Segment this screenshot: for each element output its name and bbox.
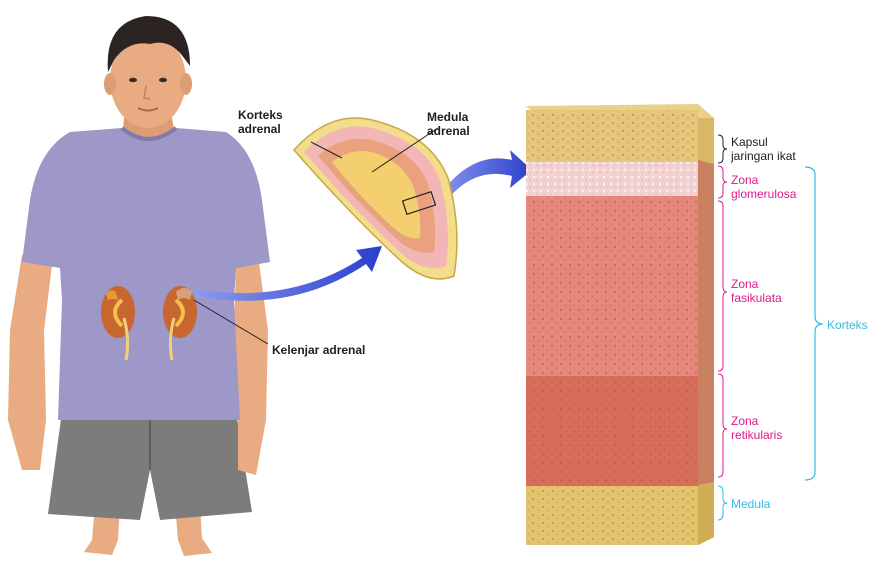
bracket-medula bbox=[718, 486, 727, 520]
bracket-korteks bbox=[805, 167, 823, 480]
label-medula: Medula bbox=[731, 497, 770, 511]
label-kapsul: Kapsul jaringan ikat bbox=[731, 135, 796, 163]
t-shirt bbox=[22, 128, 270, 420]
label-zona-fasikulata: Zona fasikulata bbox=[731, 277, 782, 305]
right-arm bbox=[234, 255, 268, 475]
label-kelenjar-adrenal: Kelenjar adrenal bbox=[272, 343, 365, 357]
bracket-glomerulosa bbox=[718, 166, 727, 198]
person-illustration bbox=[8, 16, 270, 556]
label-medula-adrenal: Medula adrenal bbox=[427, 110, 470, 138]
bracket-retikularis bbox=[718, 374, 727, 477]
left-arm bbox=[8, 255, 52, 470]
tissue-block bbox=[526, 104, 714, 545]
label-korteks: Korteks bbox=[827, 318, 868, 332]
label-zona-glomerulosa: Zona glomerulosa bbox=[731, 173, 796, 201]
bracket-kapsul bbox=[718, 135, 727, 163]
bracket-fasikulata bbox=[718, 201, 727, 371]
label-zona-retikularis: Zona retikularis bbox=[731, 414, 782, 442]
label-korteks-adrenal: Korteks adrenal bbox=[238, 108, 283, 136]
